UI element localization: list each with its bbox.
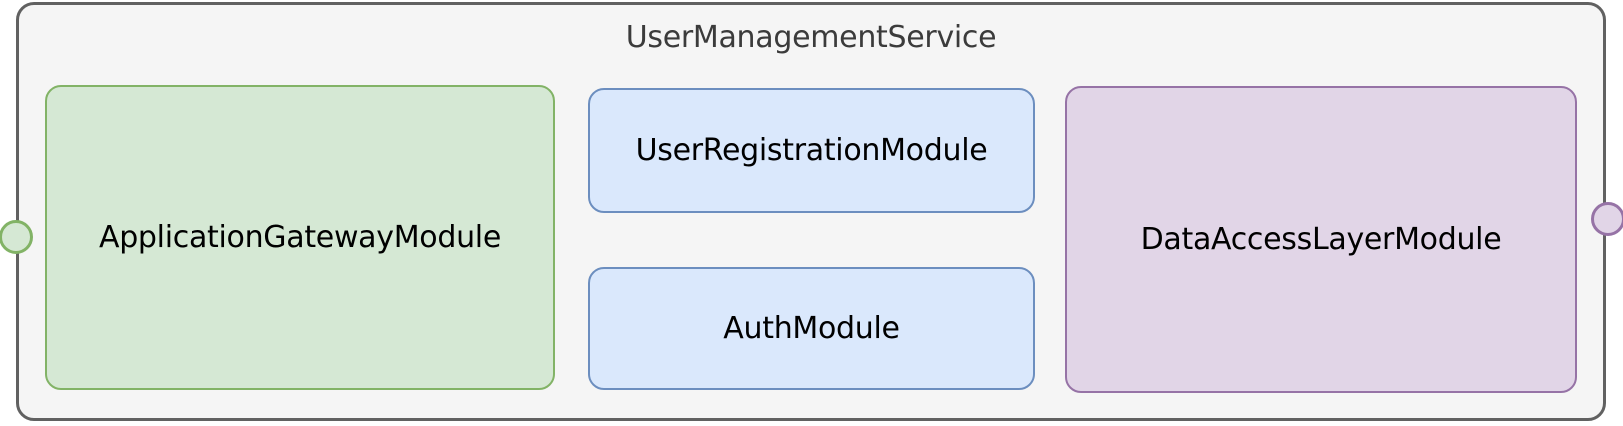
module-application-gateway: ApplicationGatewayModule bbox=[45, 85, 555, 390]
right-port-circle-icon bbox=[1591, 202, 1623, 236]
module-user-registration: UserRegistrationModule bbox=[588, 88, 1035, 213]
module-auth: AuthModule bbox=[588, 267, 1035, 390]
module-data-access-layer: DataAccessLayerModule bbox=[1065, 86, 1577, 393]
module-user-registration-label: UserRegistrationModule bbox=[635, 133, 988, 168]
module-application-gateway-label: ApplicationGatewayModule bbox=[98, 220, 502, 255]
left-port-circle-icon bbox=[0, 220, 33, 254]
group-title: UserManagementService bbox=[625, 19, 997, 55]
module-auth-label: AuthModule bbox=[723, 311, 900, 346]
group-user-management-service: UserManagementService ApplicationGateway… bbox=[16, 2, 1606, 421]
module-data-access-layer-label: DataAccessLayerModule bbox=[1140, 222, 1502, 257]
